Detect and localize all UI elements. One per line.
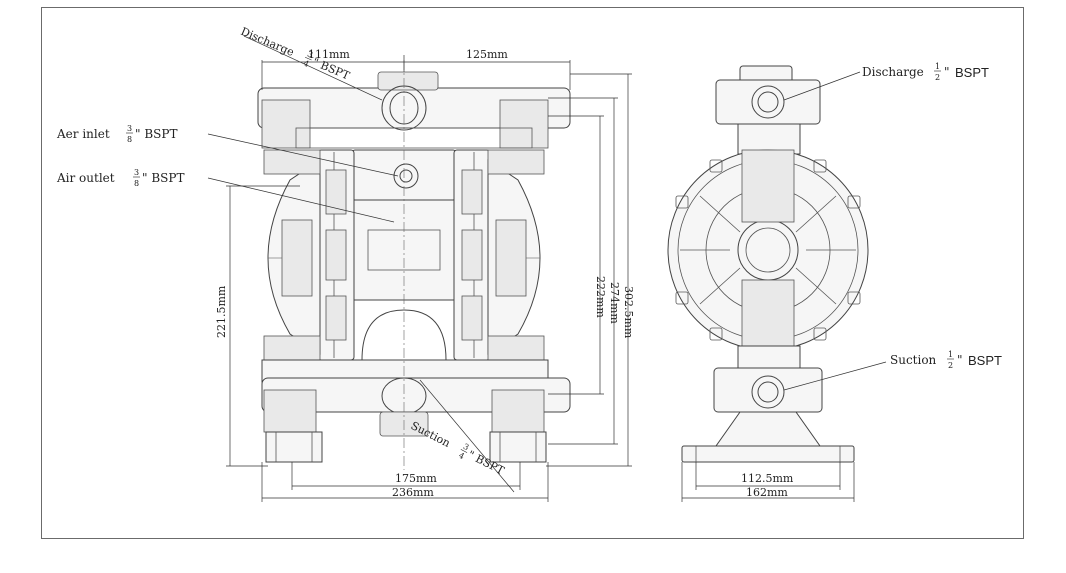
dim-302: 302.5mm bbox=[622, 286, 635, 339]
drawing-frame bbox=[41, 7, 1024, 539]
svg-text:3: 3 bbox=[127, 124, 132, 133]
svg-text:3: 3 bbox=[306, 49, 314, 59]
right-cover-boss bbox=[495, 219, 527, 297]
air-outlet-label: Air outlet 3 8 " BSPT bbox=[56, 168, 184, 188]
svg-text:" BSPT: " BSPT bbox=[142, 171, 184, 185]
dim-221: 221.5mm bbox=[215, 285, 228, 338]
svg-text:1: 1 bbox=[935, 62, 940, 71]
svg-text:1: 1 bbox=[948, 350, 953, 359]
side-base bbox=[715, 411, 821, 447]
side-foot bbox=[681, 445, 855, 463]
dim-236: 236mm bbox=[392, 486, 434, 499]
svg-text:3: 3 bbox=[134, 168, 139, 177]
svg-text:" BSPT: " BSPT bbox=[135, 127, 177, 141]
left-foot bbox=[265, 431, 323, 463]
discharge-front-text: Discharge bbox=[239, 25, 296, 59]
svg-text:BSPT: BSPT bbox=[955, 65, 989, 80]
svg-text:4: 4 bbox=[457, 451, 466, 461]
right-foot bbox=[489, 431, 547, 463]
top-flange bbox=[295, 127, 533, 149]
suction-side-label: Suction 1 2 " BSPT bbox=[890, 350, 1002, 370]
svg-text:2: 2 bbox=[948, 361, 953, 370]
svg-text:": " bbox=[957, 353, 963, 367]
left-cover-boss bbox=[281, 219, 313, 297]
front-dimensions bbox=[226, 55, 632, 502]
front-view bbox=[257, 60, 571, 470]
dim-top-left: 111mm bbox=[308, 48, 350, 61]
svg-text:": " bbox=[944, 65, 950, 79]
dim-222: 222mm bbox=[594, 276, 607, 318]
dim-top-right: 125mm bbox=[466, 48, 508, 61]
side-view bbox=[667, 65, 869, 463]
side-suction-port bbox=[751, 375, 785, 409]
discharge-side-label: Discharge 1 2 " BSPT bbox=[862, 62, 989, 82]
svg-text:Suction: Suction bbox=[890, 353, 937, 367]
svg-text:2: 2 bbox=[935, 73, 940, 82]
side-top-block bbox=[715, 79, 821, 125]
svg-text:4: 4 bbox=[302, 59, 310, 69]
dim-175: 175mm bbox=[395, 472, 437, 485]
svg-text:8: 8 bbox=[134, 179, 139, 188]
svg-text:BSPT: BSPT bbox=[968, 353, 1002, 368]
center-arch bbox=[361, 309, 447, 361]
svg-text:3: 3 bbox=[462, 442, 471, 452]
top-left-block bbox=[261, 99, 311, 149]
dim-112: 112.5mm bbox=[741, 472, 794, 485]
side-bottom-block bbox=[713, 367, 823, 413]
svg-text:Discharge: Discharge bbox=[862, 65, 924, 79]
top-right-block bbox=[499, 99, 549, 149]
svg-text:Aer inlet: Aer inlet bbox=[56, 127, 110, 141]
dim-274: 274mm bbox=[608, 282, 621, 324]
side-dimensions bbox=[681, 71, 887, 502]
air-inlet-port-inner bbox=[399, 169, 413, 183]
top-port-boss bbox=[377, 71, 439, 91]
dim-162: 162mm bbox=[746, 486, 788, 499]
front-leaders bbox=[207, 35, 515, 493]
side-discharge-port bbox=[751, 85, 785, 119]
air-inlet-port bbox=[393, 163, 419, 189]
svg-text:8: 8 bbox=[127, 135, 132, 144]
svg-text:Air outlet: Air outlet bbox=[56, 171, 115, 185]
air-inlet-label: Aer inlet 3 8 " BSPT bbox=[56, 124, 177, 144]
